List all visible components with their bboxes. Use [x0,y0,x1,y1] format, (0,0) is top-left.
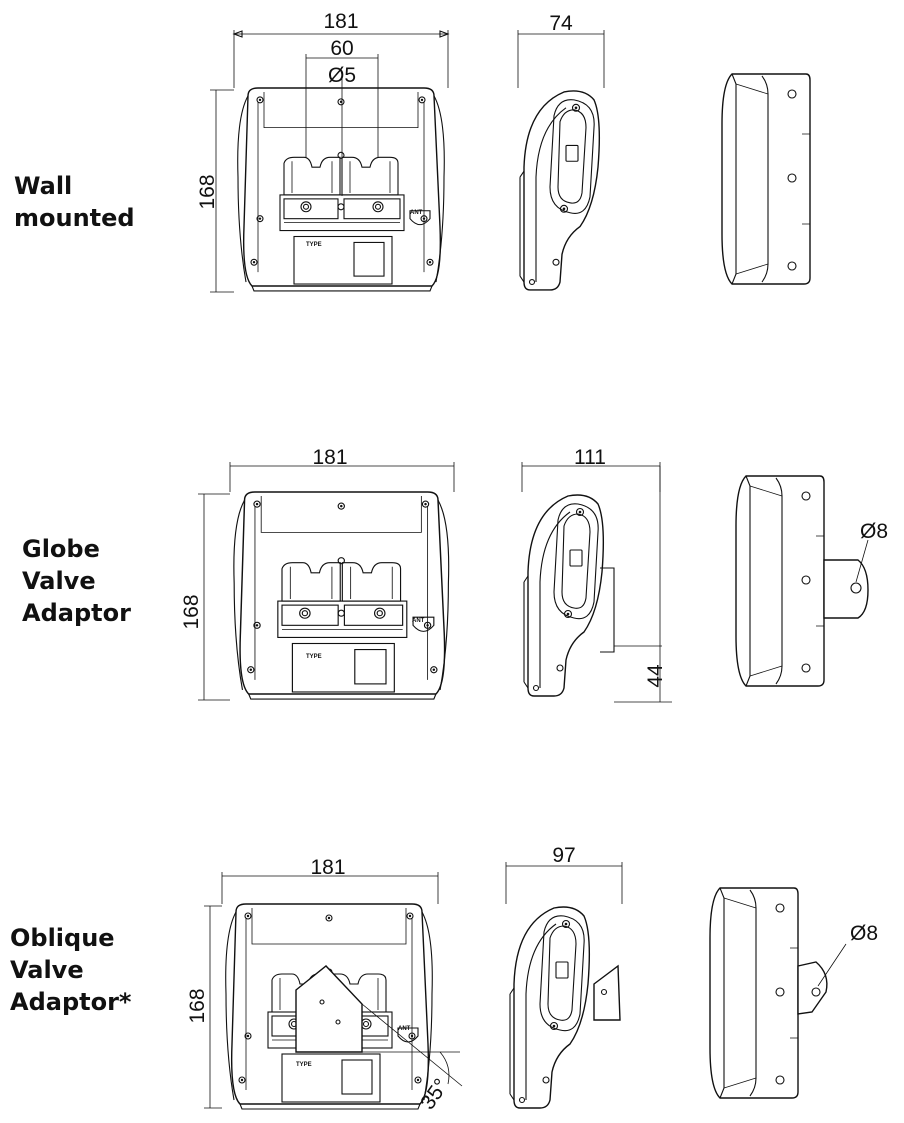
ant-label: ANT [398,1026,411,1032]
ant-label: ANT [412,618,425,624]
type-label: TYPE [296,1062,312,1068]
label-line: mounted [14,204,135,232]
front-view-wall-mounted: 181 60 Ø5 168 ANT TYPE [196,10,450,293]
type-label: TYPE [306,242,322,248]
back-view-globe-valve: Ø8 [735,475,888,687]
label-line: Valve [22,567,96,595]
side-view-wall-mounted: 74 [517,12,605,291]
dim-hole-diameter: Ø8 [860,520,888,543]
dim-depth: 74 [549,12,573,35]
dim-height: 168 [186,988,209,1023]
row-label-wall-mounted: Wall mounted [14,170,135,234]
ant-label: ANT [410,210,423,216]
side-view-globe-valve: 111 44 [521,446,672,703]
front-view-oblique-valve: 181 168 35° ANT TYPE [186,856,463,1114]
label-line: Oblique [10,924,115,952]
dim-width: 181 [312,446,347,469]
type-label: TYPE [306,654,322,660]
row-label-globe-valve-adaptor: Globe Valve Adaptor [22,533,131,629]
label-line: Adaptor* [10,988,132,1016]
dim-depth: 111 [574,446,606,469]
label-line: Wall [14,172,73,200]
dim-hole-diameter: Ø8 [850,922,878,945]
dim-width: 181 [323,10,358,33]
dim-height: 168 [196,174,219,209]
label-line: Globe [22,535,100,563]
dim-width: 181 [310,856,345,879]
label-line: Valve [10,956,84,984]
label-line: Adaptor [22,599,131,627]
row-label-oblique-valve-adaptor: Oblique Valve Adaptor* [10,922,131,1018]
dim-height: 168 [180,594,203,629]
dim-depth: 97 [552,844,575,867]
back-view-oblique-valve: Ø8 [709,887,878,1099]
dim-center-spacing: 60 [330,37,353,60]
back-view-wall-mounted [721,73,811,285]
dim-hole-diameter: Ø5 [328,64,356,87]
front-view-globe-valve: 181 168 ANT TYPE [180,446,455,701]
dim-offset: 44 [644,664,667,688]
side-view-oblique-valve: 97 [505,844,623,1109]
